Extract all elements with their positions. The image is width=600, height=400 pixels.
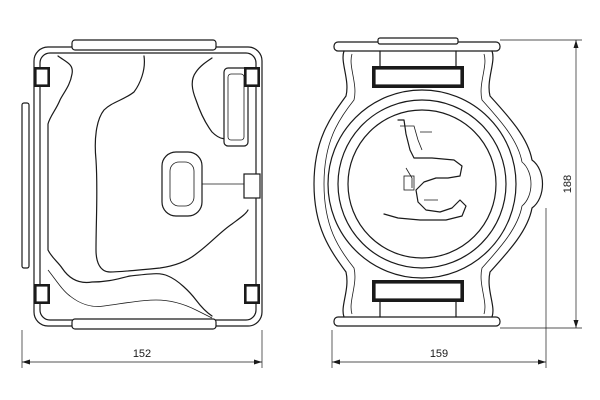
bore-inner-ring xyxy=(347,109,497,259)
bore-outer-ring xyxy=(327,89,517,279)
bottom-flange-plate xyxy=(71,318,217,330)
left-bottom-clamp-face xyxy=(35,285,49,303)
oval-window-inner xyxy=(169,161,195,207)
dimension-right-width: 159 xyxy=(331,208,547,368)
terminal-box-inner xyxy=(227,73,245,141)
dim-arrow-left-b xyxy=(254,359,262,365)
dimension-left-width: 152 xyxy=(21,330,263,368)
dim-arrow-height-a xyxy=(573,40,579,48)
housing-body-outline xyxy=(47,55,233,317)
bore-internal-detail xyxy=(400,125,438,201)
side-view xyxy=(21,39,263,330)
left-top-clamp-face xyxy=(35,68,49,86)
front-body-inner-outline xyxy=(323,53,532,315)
bore-middle-ring xyxy=(337,99,507,269)
right-top-clamp-face xyxy=(245,68,259,86)
dim-label-right-height: 188 xyxy=(562,175,574,193)
bore-internal-part xyxy=(383,119,467,221)
left-side-plate xyxy=(21,102,30,269)
dim-label-left-width: 152 xyxy=(133,348,151,360)
dim-arrow-left-a xyxy=(22,359,30,365)
dim-arrow-height-b xyxy=(573,320,579,328)
front-top-clamp-face xyxy=(374,68,462,86)
housing-inner-cavity xyxy=(94,55,249,273)
front-body-outline xyxy=(313,50,544,318)
top-flange-plate xyxy=(71,39,217,51)
dim-label-right-width: 159 xyxy=(430,348,448,360)
front-view xyxy=(313,37,544,327)
terminal-box xyxy=(223,67,249,147)
right-middle-clamp xyxy=(243,173,261,199)
front-bottom-flange xyxy=(333,316,501,327)
bore-internal-block xyxy=(403,175,415,191)
housing-lower-contour xyxy=(47,269,213,319)
front-bottom-clamp-face xyxy=(374,282,462,300)
front-top-neck xyxy=(377,37,459,45)
dim-arrow-right-a xyxy=(332,359,340,365)
dim-arrow-right-b xyxy=(538,359,546,365)
dimension-right-height: 188 xyxy=(500,39,582,329)
right-bottom-clamp-face xyxy=(245,285,259,303)
